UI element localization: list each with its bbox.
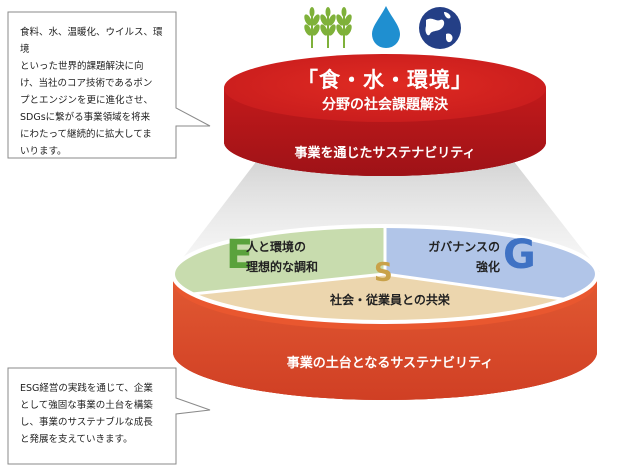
- g-label: ガバナンスの 強化: [428, 240, 500, 274]
- e-letter: E: [226, 232, 254, 278]
- e-label: 人と環境の 理想的な調和: [246, 240, 319, 274]
- callout-top-box: [7, 11, 211, 159]
- top-disc: [224, 54, 546, 176]
- sector-s: [173, 274, 597, 322]
- globe-icon: [419, 7, 461, 49]
- g-letter: G: [503, 232, 536, 278]
- wheat-icon: [304, 7, 352, 48]
- top-disc-subtitle: 分野の社会課題解決: [322, 97, 448, 113]
- s-letter: S: [374, 258, 393, 288]
- callout-top-text: 食料、水、温暖化、ウイルス、環境 といった世界的課題解決に向 け、当社のコア技術…: [20, 27, 163, 157]
- top-disc-band-label: 事業を通じたサステナビリティ: [294, 146, 476, 161]
- s-label: 社会・従業員との共栄: [330, 293, 450, 307]
- callout-bottom-box: [7, 367, 211, 465]
- bottom-disc-band-label: 事業の土台となるサステナビリティ: [286, 356, 494, 371]
- sector-e: [173, 226, 385, 300]
- callout-bottom-text: ESG経営の実践を通じて、企業 として強固な事業の土台を構築 し、事業のサステナ…: [20, 383, 153, 445]
- top-disc-title: 「食・水・環境」: [297, 68, 473, 92]
- water-drop-icon: [372, 6, 400, 48]
